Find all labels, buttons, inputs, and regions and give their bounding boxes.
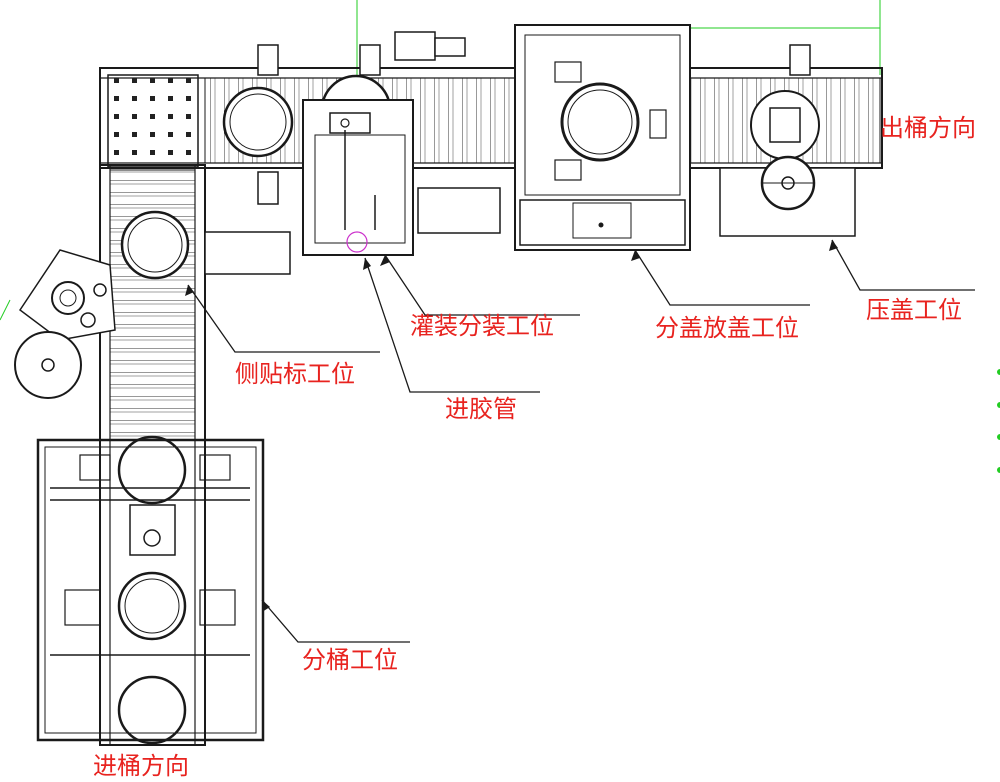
cap-placing-station [514, 24, 691, 251]
bucket-split-label: 分桶工位 [302, 646, 398, 674]
cap-pressing-label: 压盖工位 [866, 296, 962, 324]
glue-pipe-marker [346, 231, 368, 253]
filling-station [302, 99, 501, 256]
side-label-label: 侧贴标工位 [235, 360, 355, 388]
drums [117, 74, 392, 745]
out-direction-label: 出桶方向 [880, 114, 976, 142]
cap-placing-label: 分盖放盖工位 [655, 314, 799, 342]
glue-pipe-label: 进胶管 [445, 395, 517, 423]
cap-pressing-station [719, 90, 856, 237]
filling-station-label: 灌装分装工位 [410, 312, 554, 340]
leader-lines [187, 239, 975, 643]
edge-dots [997, 369, 1000, 473]
leader-arrowheads [185, 240, 838, 612]
bucket-split-frame [36, 438, 265, 742]
in-direction-label: 进桶方向 [93, 752, 189, 780]
top-motors [257, 31, 811, 205]
corner-transfer-plate [107, 74, 199, 168]
side-labeler [14, 231, 291, 399]
